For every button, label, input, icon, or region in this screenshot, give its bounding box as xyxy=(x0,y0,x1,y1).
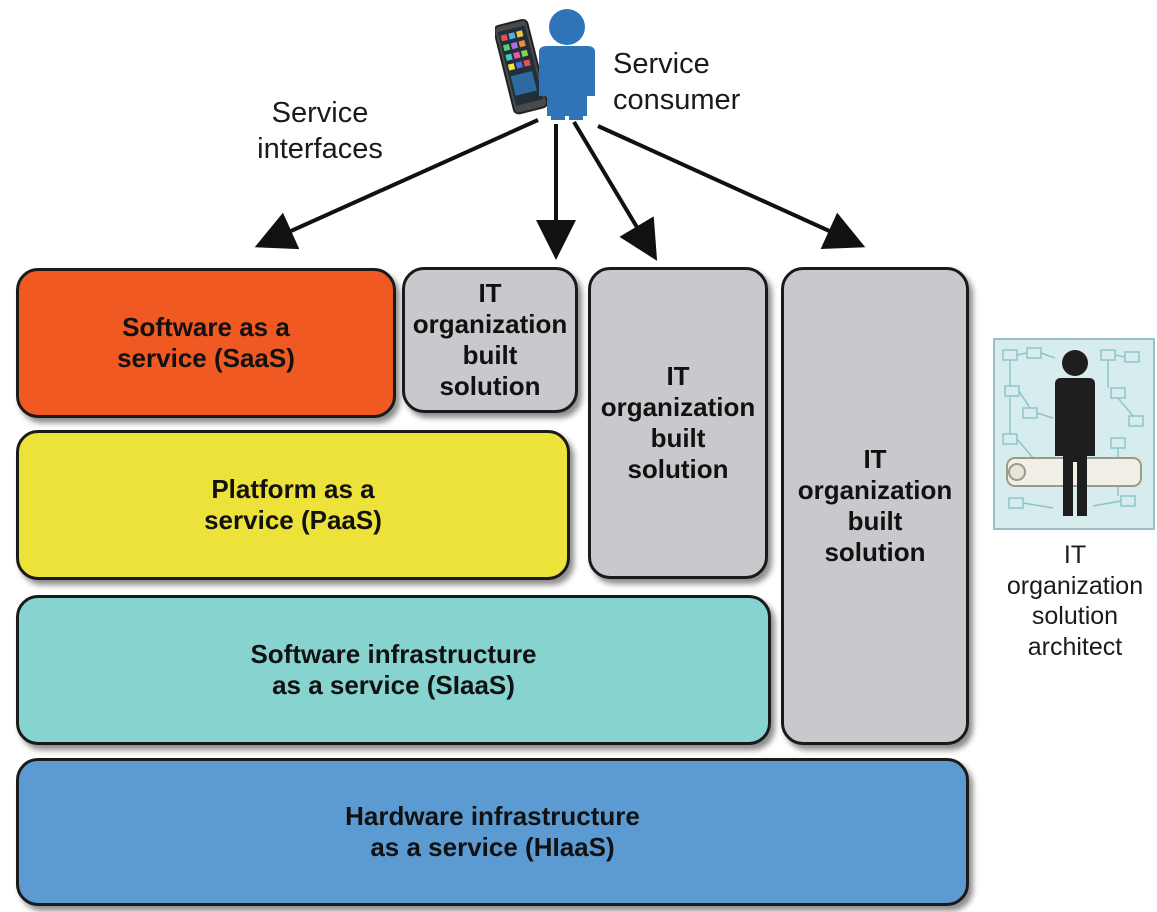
architect-label: IT organization solution architect xyxy=(1006,541,1144,661)
service-interfaces-label: Service interfaces xyxy=(257,97,383,166)
person-with-tablet-icon xyxy=(495,9,595,120)
paas-box: Platform as a service (PaaS) xyxy=(16,430,570,580)
arrow-to-it3 xyxy=(597,124,866,249)
it-solution-label-2: IT organization built solution xyxy=(600,360,756,485)
hiaas-label: Hardware infrastructure as a service (HI… xyxy=(345,800,640,862)
arrow-to-it2 xyxy=(572,120,658,261)
architect-blueprint-icon xyxy=(993,338,1155,530)
saas-box: Software as a service (SaaS) xyxy=(16,268,396,418)
it-solution-box-2: IT organization built solution xyxy=(588,267,768,579)
hiaas-box: Hardware infrastructure as a service (HI… xyxy=(16,758,969,906)
arrow-to-saas xyxy=(254,118,539,250)
siaas-label: Software infrastructure as a service (SI… xyxy=(250,638,537,700)
it-solution-box-3: IT organization built solution xyxy=(781,267,969,745)
saas-label: Software as a service (SaaS) xyxy=(117,311,295,373)
paas-label: Platform as a service (PaaS) xyxy=(204,473,382,535)
it-solution-label-1: IT organization built solution xyxy=(412,277,568,402)
siaas-box: Software infrastructure as a service (SI… xyxy=(16,595,771,745)
service-consumer-label: Service consumer xyxy=(613,48,741,117)
it-solution-box-1: IT organization built solution xyxy=(402,267,578,413)
it-solution-label-3: IT organization built solution xyxy=(797,443,953,568)
